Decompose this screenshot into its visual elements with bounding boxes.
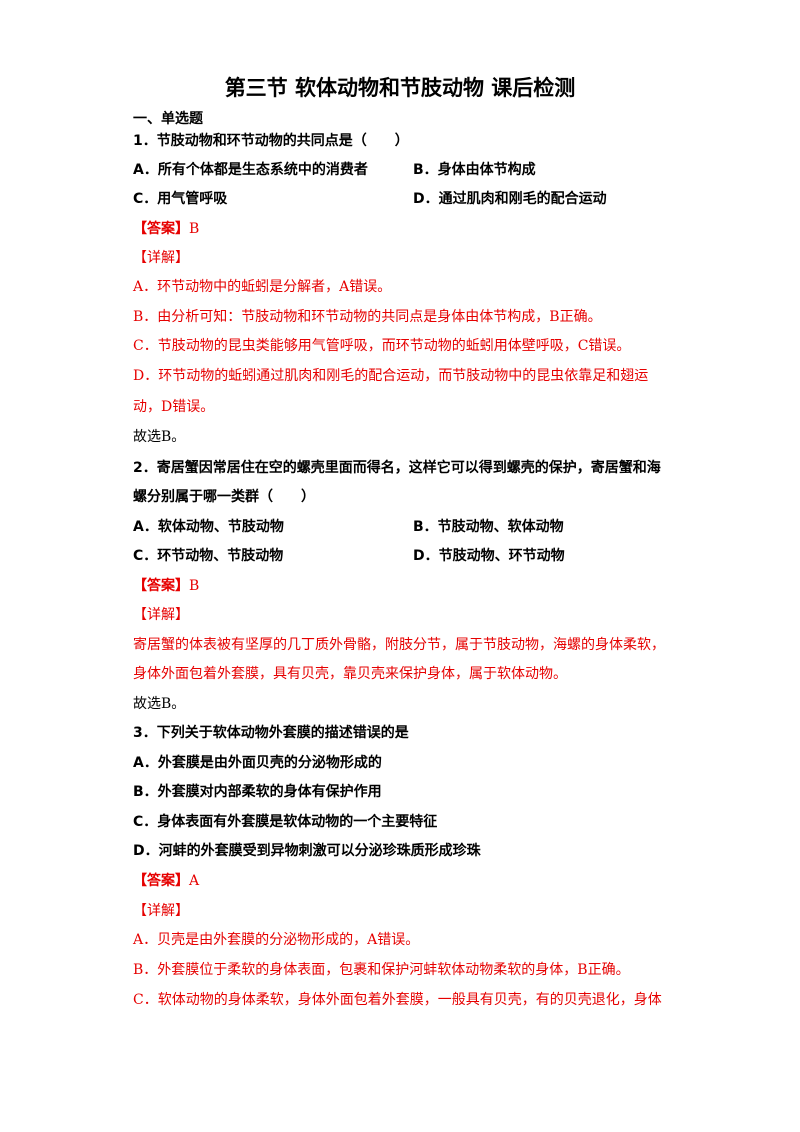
- answer-label: 【答案】: [133, 873, 189, 889]
- q1-explanation-d-cont: 动，D错误。: [133, 399, 215, 415]
- answer-label: 【答案】: [133, 221, 189, 237]
- q2-detail-label: 【详解】: [133, 607, 189, 623]
- q3-explanation-a: A．贝壳是由外套膜的分泌物形成的，A错误。: [133, 932, 420, 948]
- page-title: 第三节 软体动物和节肢动物 课后检测: [224, 76, 576, 100]
- q1-explanation-b: B．由分析可知：节肢动物和环节动物的共同点是身体由体节构成，B正确。: [133, 309, 602, 325]
- q3-option-a: A．外套膜是由外面贝壳的分泌物形成的: [133, 755, 382, 771]
- q2-stem-line2: 螺分别属于哪一类群（ ）: [133, 489, 315, 505]
- q1-explanation-c: C．节肢动物的昆虫类能够用气管呼吸，而环节动物的蚯蚓用体壁呼吸，C错误。: [133, 338, 631, 354]
- section-heading: 一、单选题: [133, 111, 203, 127]
- q1-detail-label: 【详解】: [133, 250, 189, 266]
- answer-label: 【答案】: [133, 578, 189, 594]
- q3-explanation-b: B．外套膜位于柔软的身体表面，包裹和保护河蚌软体动物柔软的身体，B正确。: [133, 962, 630, 978]
- q3-answer: 【答案】A: [133, 870, 199, 890]
- q3-stem: 3．下列关于软体动物外套膜的描述错误的是: [133, 725, 409, 741]
- q1-option-d: D．通过肌肉和刚毛的配合运动: [413, 191, 607, 207]
- q2-option-b: B．节肢动物、软体动物: [413, 519, 564, 535]
- q1-stem: 1．节肢动物和环节动物的共同点是（ ）: [133, 133, 409, 149]
- q3-explanation-c: C．软体动物的身体柔软，身体外面包着外套膜，一般具有贝壳，有的贝壳退化，身体: [133, 992, 662, 1008]
- q2-explanation-line2: 身体外面包着外套膜，具有贝壳，靠贝壳来保护身体，属于软体动物。: [133, 666, 567, 682]
- q1-explanation-a: A．环节动物中的蚯蚓是分解者，A错误。: [133, 279, 392, 295]
- q2-option-d: D．节肢动物、环节动物: [413, 548, 565, 564]
- q2-explanation-line1: 寄居蟹的体表被有坚厚的几丁质外骨骼，附肢分节，属于节肢动物，海螺的身体柔软，: [133, 637, 665, 653]
- q3-detail-label: 【详解】: [133, 903, 189, 919]
- q2-answer: 【答案】B: [133, 575, 199, 595]
- q1-option-b: B．身体由体节构成: [413, 162, 536, 178]
- q1-answer: 【答案】B: [133, 218, 199, 238]
- q2-stem-line1: 2．寄居蟹因常居住在空的螺壳里面而得名，这样它可以得到螺壳的保护，寄居蟹和海: [133, 460, 661, 476]
- q3-option-b: B．外套膜对内部柔软的身体有保护作用: [133, 784, 382, 800]
- q1-explanation-d: D．环节动物的蚯蚓通过肌肉和刚毛的配合运动，而节肢动物中的昆虫依靠足和翅运: [133, 368, 649, 384]
- q2-option-a: A．软体动物、节肢动物: [133, 519, 284, 535]
- q3-option-d: D．河蚌的外套膜受到异物刺激可以分泌珍珠质形成珍珠: [133, 843, 481, 859]
- q1-option-c: C．用气管呼吸: [133, 191, 228, 207]
- answer-value: B: [189, 578, 200, 594]
- q2-conclusion: 故选B。: [133, 696, 186, 712]
- q3-option-c: C．身体表面有外套膜是软体动物的一个主要特征: [133, 814, 438, 830]
- q2-option-c: C．环节动物、节肢动物: [133, 548, 284, 564]
- q1-conclusion: 故选B。: [133, 429, 186, 445]
- answer-value: B: [189, 221, 200, 237]
- answer-value: A: [189, 873, 200, 889]
- q1-option-a: A．所有个体都是生态系统中的消费者: [133, 162, 368, 178]
